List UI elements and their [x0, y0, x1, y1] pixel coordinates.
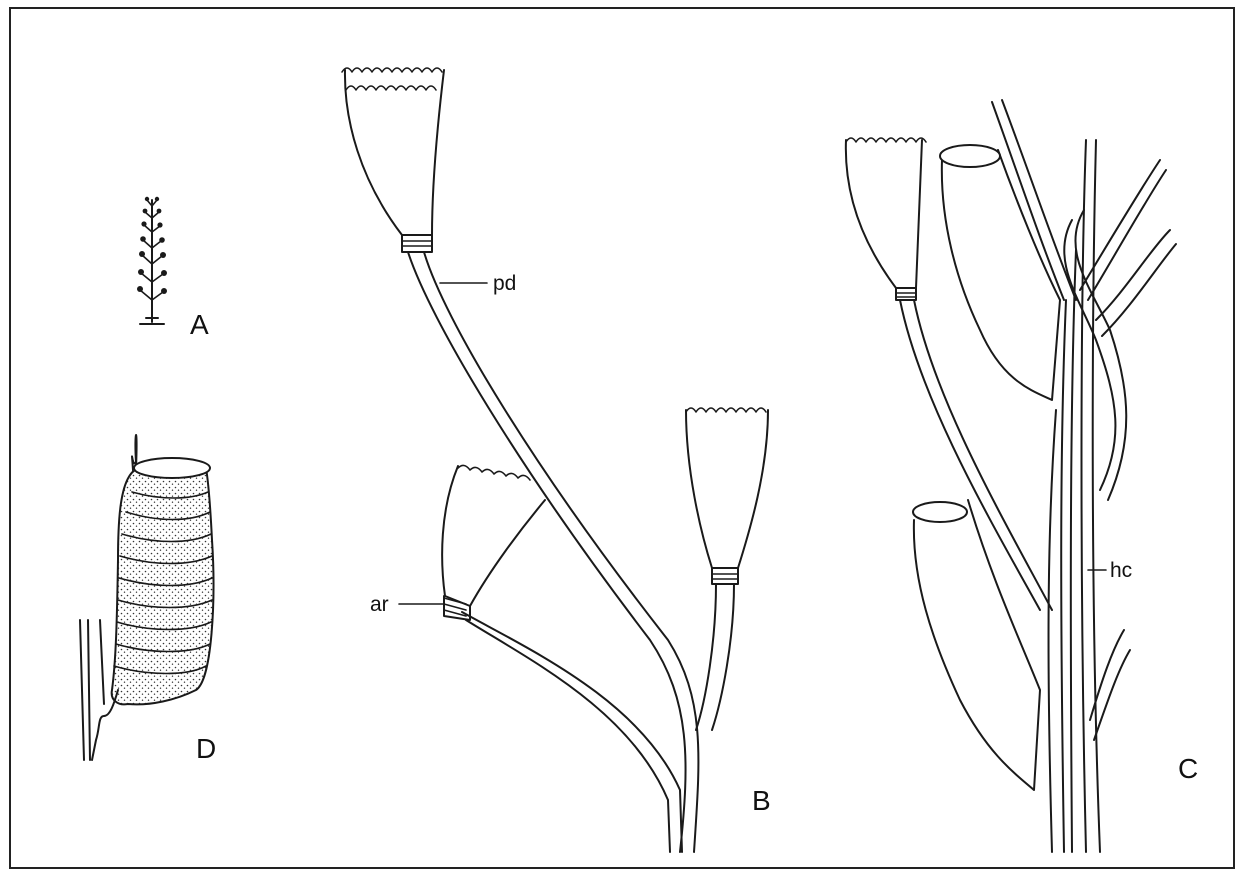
label-ar: ar [370, 593, 389, 616]
panel-label-a: A [190, 309, 209, 340]
figure-b-hydrothecae [342, 68, 768, 852]
figure-c-stem [846, 100, 1176, 852]
figure-a-habit-sketch [137, 197, 167, 324]
panel-label-b: B [752, 785, 771, 816]
label-pd: pd [493, 272, 516, 295]
figure-d-gonotheca [80, 435, 213, 760]
panel-label-d: D [196, 733, 216, 764]
label-hc: hc [1110, 559, 1132, 582]
panel-label-c: C [1178, 753, 1198, 784]
